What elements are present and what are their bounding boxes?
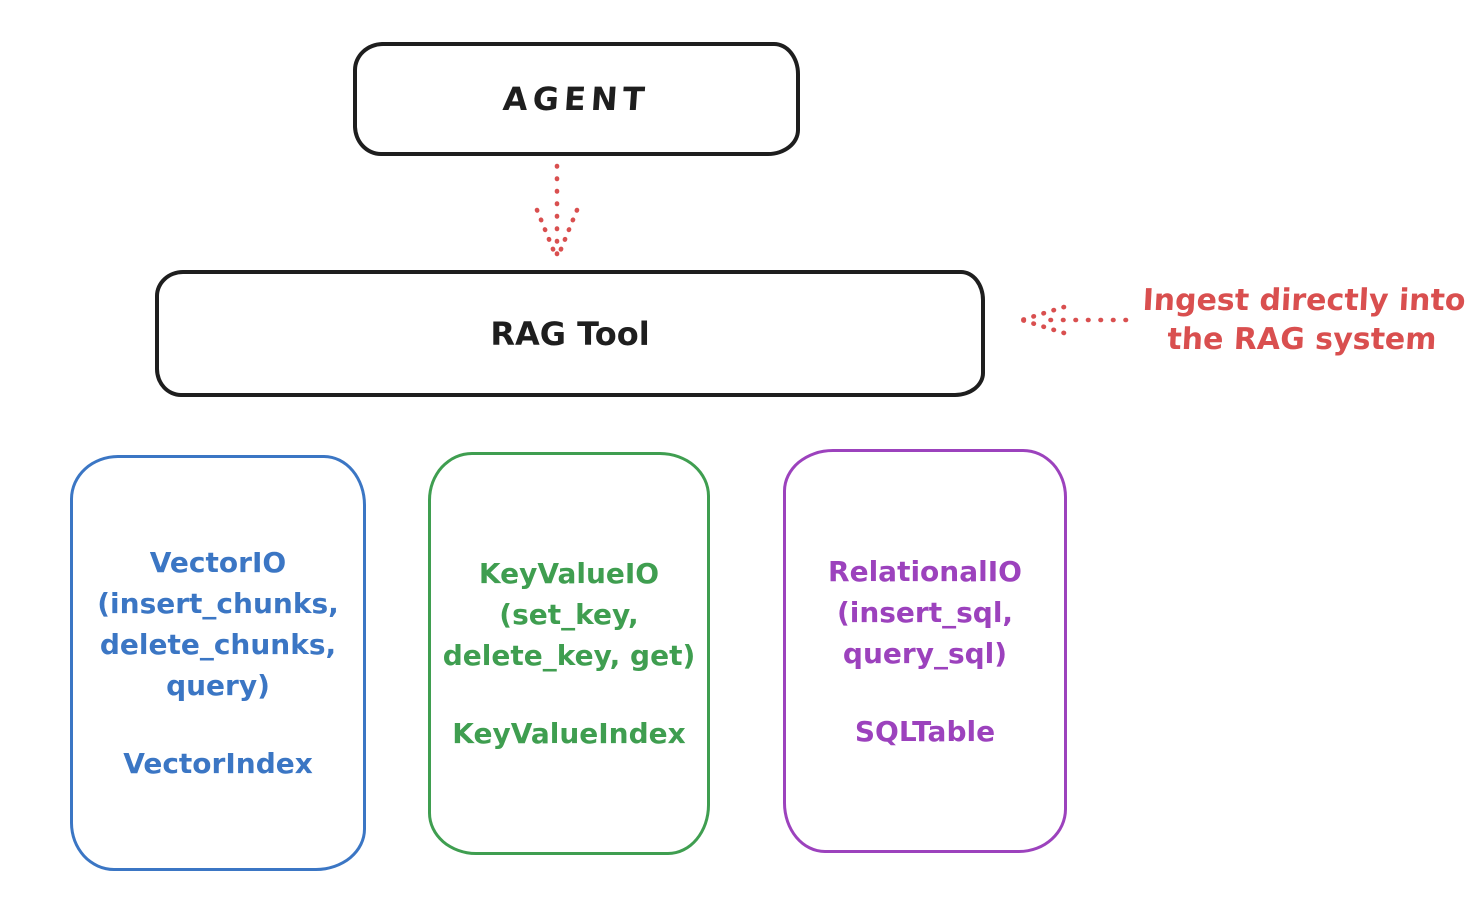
relational-io-node: RelationalIO (insert_sql, query_sql) SQL… (783, 449, 1067, 853)
key-value-io-methods-line2: delete_key, get) (442, 639, 696, 672)
ingest-annotation: Ingest directly into the RAG system (1128, 281, 1478, 359)
sql-table-label: SQLTable (854, 714, 996, 748)
key-value-index-label: KeyValueIndex (452, 717, 686, 750)
key-value-io-methods-line1: (set_key, (499, 598, 639, 631)
vector-io-node: VectorIO (insert_chunks, delete_chunks, … (70, 455, 366, 871)
vector-io-title: VectorIO (149, 546, 287, 579)
rag-tool-node: RAG Tool (155, 270, 985, 397)
relational-io-methods-line2: query_sql) (842, 636, 1008, 670)
ingest-arrow (1019, 304, 1129, 336)
agent-to-ragtool-arrow (534, 163, 580, 259)
vector-io-methods-line1: (insert_chunks, (97, 587, 339, 620)
vector-io-methods-line2: delete_chunks, (99, 628, 337, 661)
vector-io-methods-line3: query) (166, 669, 270, 702)
agent-label: AGENT (501, 80, 652, 118)
ingest-annotation-line1: Ingest directly into (1141, 283, 1467, 318)
ingest-annotation-line2: the RAG system (1166, 322, 1438, 357)
vector-index-label: VectorIndex (123, 747, 313, 780)
rag-tool-label: RAG Tool (490, 314, 650, 353)
key-value-io-node: KeyValueIO (set_key, delete_key, get) Ke… (428, 452, 710, 855)
relational-io-title: RelationalIO (828, 554, 1022, 588)
key-value-io-title: KeyValueIO (478, 557, 660, 590)
relational-io-methods-line1: (insert_sql, (836, 595, 1014, 629)
agent-node: AGENT (353, 42, 800, 156)
